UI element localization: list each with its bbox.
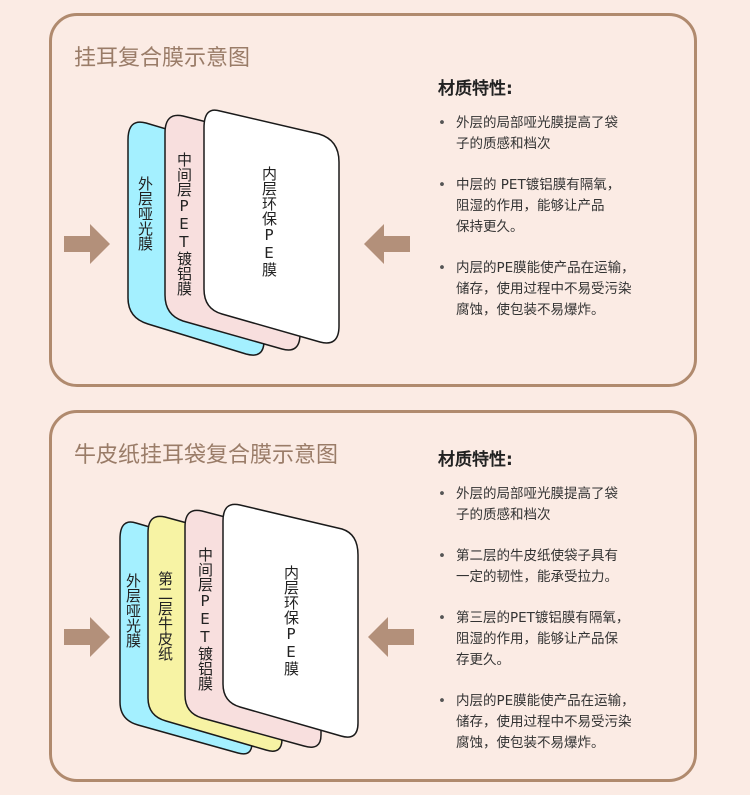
- bullet: •: [438, 486, 446, 502]
- property-item: • 内层的PE膜能使产品在运输， 储存，使用过程中不易受污染 腐蚀，使包装不易爆…: [438, 258, 678, 321]
- layer-label-kraft: 第二层牛皮纸: [156, 571, 174, 661]
- property-line: 腐蚀，使包装不易爆炸。: [456, 302, 605, 318]
- properties-list: 材质特性: • 外层的局部哑光膜提高了袋 子的质感和档次 • 中层的 PET镀铝…: [438, 74, 678, 341]
- property-line: 储存，使用过程中不易受污染: [456, 714, 632, 730]
- property-item: • 内层的PE膜能使产品在运输， 储存，使用过程中不易受污染 腐蚀，使包装不易爆…: [438, 691, 678, 754]
- property-line: 阻湿的作用，能够让产品保: [456, 631, 618, 647]
- layer-label-pet: 中间层PET镀铝膜: [175, 152, 193, 296]
- property-line: 第二层的牛皮纸使袋子具有: [456, 548, 618, 564]
- property-item: • 外层的局部哑光膜提高了袋 子的质感和档次: [438, 484, 678, 526]
- properties-title: 材质特性:: [438, 79, 513, 99]
- property-item: • 第二层的牛皮纸使袋子具有 一定的韧性，能承受拉力。: [438, 546, 678, 588]
- property-line: 一定的韧性，能承受拉力。: [456, 569, 618, 585]
- left-arrow: [64, 224, 110, 264]
- layer-diagram-1: [64, 109, 410, 356]
- property-line: 内层的PE膜能使产品在运输，: [456, 693, 635, 709]
- bullet: •: [438, 177, 446, 193]
- property-line: 子的质感和档次: [456, 507, 551, 523]
- property-line: 外层的局部哑光膜提高了袋: [456, 115, 618, 131]
- bullet: •: [438, 260, 446, 276]
- property-item: • 中层的 PET镀铝膜有隔氧， 阻湿的作用，能够让产品 保持更久。: [438, 175, 678, 238]
- property-item: • 外层的局部哑光膜提高了袋 子的质感和档次: [438, 113, 678, 155]
- layer-label-pe: 内层环保PE膜: [260, 166, 278, 277]
- property-item: • 第三层的PET镀铝膜有隔氧， 阻湿的作用，能够让产品保 存更久。: [438, 608, 678, 671]
- bullet: •: [438, 115, 446, 131]
- bullet: •: [438, 610, 446, 626]
- panel-title: 挂耳复合膜示意图: [74, 46, 251, 71]
- layer-label-matte: 外层哑光膜: [124, 573, 142, 648]
- right-arrow: [364, 224, 410, 264]
- properties-list: 材质特性: • 外层的局部哑光膜提高了袋 子的质感和档次 • 第二层的牛皮纸使袋…: [438, 445, 678, 774]
- diagram-panel-1: 挂耳复合膜示意图 外层哑光膜 中间层PET镀铝膜 内层环保PE膜 材质特性: •…: [49, 13, 697, 387]
- property-line: 腐蚀，使包装不易爆炸。: [456, 735, 605, 751]
- layer-label-pe: 内层环保PE膜: [282, 565, 300, 676]
- property-line: 外层的局部哑光膜提高了袋: [456, 486, 618, 502]
- property-line: 第三层的PET镀铝膜有隔氧，: [456, 610, 630, 626]
- bullet: •: [438, 548, 446, 564]
- right-arrow: [368, 617, 414, 657]
- property-line: 阻湿的作用，能够让产品: [456, 198, 605, 214]
- bullet: •: [438, 693, 446, 709]
- property-line: 保持更久。: [456, 219, 524, 235]
- left-arrow: [64, 617, 110, 657]
- layer-sheet-pe: [222, 503, 359, 738]
- layer-label-pet: 中间层PET镀铝膜: [196, 547, 214, 691]
- property-line: 存更久。: [456, 652, 510, 668]
- property-line: 子的质感和档次: [456, 136, 551, 152]
- property-line: 中层的 PET镀铝膜有隔氧，: [456, 177, 621, 193]
- layer-diagram-2: [64, 503, 414, 755]
- layer-sheet-pe: [203, 109, 340, 344]
- diagram-panel-2: 牛皮纸挂耳袋复合膜示意图 外层哑光膜 第二层牛皮纸 中间层PET镀铝膜 内层环保…: [49, 410, 697, 782]
- layer-label-matte: 外层哑光膜: [136, 176, 154, 251]
- property-line: 内层的PE膜能使产品在运输，: [456, 260, 635, 276]
- property-line: 储存，使用过程中不易受污染: [456, 281, 632, 297]
- properties-title: 材质特性:: [438, 450, 513, 470]
- panel-title: 牛皮纸挂耳袋复合膜示意图: [74, 443, 339, 468]
